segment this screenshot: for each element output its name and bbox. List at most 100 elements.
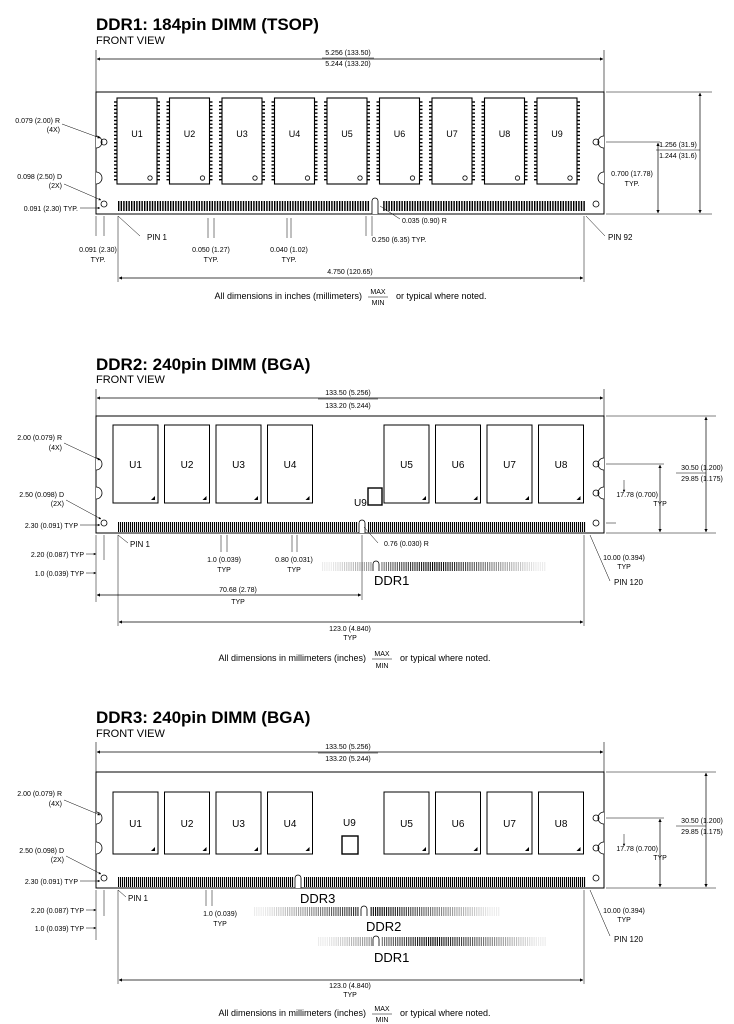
ghost-ddr2-label: DDR2	[366, 919, 401, 934]
tsop-chip: U2	[166, 97, 213, 185]
pins-span-label: 123.0 (4.840)	[329, 626, 371, 633]
hole-height-label: 17.78 (0.700)	[616, 846, 658, 853]
ghost-ddr1-label: DDR1	[374, 950, 409, 965]
bga-chip: U5	[383, 791, 430, 855]
notch-position-label: 0.250 (6.35) TYP.	[372, 237, 426, 244]
bga-chip: U3	[215, 791, 262, 855]
section-title: DDR2: 240pin DIMM (BGA)	[96, 355, 310, 374]
chip-label: U1	[129, 819, 142, 830]
height-min-label: 29.85 (1.175)	[681, 829, 723, 836]
bga-chip: U6	[435, 791, 481, 855]
notch-radius-label: 0.76 (0.030) R	[384, 541, 429, 548]
hole-height-typ: TYP	[653, 855, 667, 862]
height-max-label: 30.50 (1.200)	[681, 818, 723, 825]
chip-label: U3	[232, 460, 245, 471]
chip-label: U6	[452, 819, 465, 830]
key-notch	[294, 874, 302, 888]
chip-label: U3	[236, 129, 248, 139]
tsop-chip: U1	[114, 97, 160, 185]
left-offset-a-label: 2.20 (0.087) TYP	[31, 908, 85, 915]
pins-span-typ: TYP	[343, 992, 357, 999]
tsop-chip: U5	[324, 97, 370, 185]
pin1-label: PIN 1	[128, 894, 149, 903]
hole-radius-label: 2.00 (0.079) R	[17, 435, 62, 442]
bga-chip: U7	[486, 791, 533, 855]
chip-label: U5	[400, 460, 413, 471]
edge-typ-label: 2.30 (0.091) TYP	[25, 879, 79, 886]
bga-chip: U2	[164, 424, 210, 504]
pin-pitch-typ: TYP.	[204, 257, 219, 264]
edge-connector-pins	[118, 522, 586, 532]
height-min-label: 29.85 (1.175)	[681, 476, 723, 483]
chip-label: U7	[503, 819, 516, 830]
bga-chip: U2	[164, 791, 210, 855]
section-view-label: FRONT VIEW	[96, 728, 165, 740]
mounting-hole	[100, 138, 108, 146]
bottom-height-label: 10.00 (0.394)	[603, 908, 645, 915]
last-pin-label: PIN 92	[608, 233, 633, 242]
bga-chip: U8	[538, 424, 584, 504]
notch-position-label: 70.68 (2.78)	[219, 587, 257, 594]
hole-diameter-count: (2X)	[49, 183, 62, 190]
hole-diameter-count: (2X)	[51, 501, 64, 508]
hole-height-typ: TYP.	[625, 181, 640, 188]
left-offset-b-label: 1.0 (0.039) TYP	[35, 571, 85, 578]
ghost-ddr1-label: DDR1	[374, 573, 409, 588]
width-min-label: 133.20 (5.244)	[325, 403, 371, 410]
last-pin-label: PIN 120	[614, 935, 643, 944]
chip-label: U8	[555, 460, 568, 471]
spd-chip	[367, 487, 383, 506]
chip-label: U2	[181, 460, 194, 471]
chip-label: U8	[499, 129, 511, 139]
tsop-chip: U8	[481, 97, 528, 185]
chip-label: U3	[232, 819, 245, 830]
pins-span-typ: TYP	[343, 635, 357, 642]
section-view-label: FRONT VIEW	[96, 35, 165, 47]
pin-pitch-typ: TYP	[213, 921, 227, 928]
hole-diameter-label: 2.50 (0.098) D	[19, 848, 64, 855]
pins-span-label: 123.0 (4.840)	[329, 983, 371, 990]
bga-chip: U1	[112, 791, 159, 855]
spd-chip	[341, 835, 359, 855]
pin-pitch-label: 0.050 (1.27)	[192, 247, 230, 254]
chip-label: U6	[394, 129, 406, 139]
footnote-min: MIN	[372, 300, 385, 307]
width-min-label: 5.244 (133.20)	[325, 61, 371, 68]
tsop-chip: U9	[534, 97, 580, 185]
hole-radius-count: (4X)	[47, 127, 60, 134]
left-offset-typ: TYP.	[91, 257, 106, 264]
bga-chip: U4	[267, 424, 313, 504]
footnote-text: All dimensions in millimeters (inches)	[218, 1008, 366, 1018]
bottom-height-typ: TYP	[617, 564, 631, 571]
bga-chip: U3	[215, 424, 262, 504]
section-ddr3: DDR3: 240pin DIMM (BGA) FRONT VIEW 133.5…	[17, 708, 723, 1024]
chip-label: U4	[289, 129, 301, 139]
width-max-label: 133.50 (5.256)	[325, 744, 371, 751]
key-notch	[358, 519, 366, 533]
notch-radius-label: 0.035 (0.90) R	[402, 218, 447, 225]
hole-height-typ: TYP	[653, 501, 667, 508]
width-max-label: 5.256 (133.50)	[325, 50, 371, 57]
pin1-label: PIN 1	[130, 540, 151, 549]
bga-chip: U4	[267, 791, 313, 855]
left-offset-b-label: 1.0 (0.039) TYP	[35, 926, 85, 933]
chip-label: U6	[452, 460, 465, 471]
bottom-height-typ: TYP	[617, 917, 631, 924]
chip-label: U4	[284, 819, 297, 830]
bga-chip: U5	[383, 424, 430, 504]
chip-label: U2	[184, 129, 196, 139]
chip-label: U4	[284, 460, 297, 471]
chip-u9-label: U9	[343, 818, 356, 829]
chip-label: U5	[341, 129, 353, 139]
chip-label: U1	[129, 460, 142, 471]
hole-height-label: 0.700 (17.78)	[611, 171, 653, 178]
pin-pitch-label: 1.0 (0.039)	[207, 557, 241, 564]
bga-chip: U6	[435, 424, 481, 504]
bga-chip: U1	[112, 424, 159, 504]
chip-label: U1	[131, 129, 143, 139]
edge-typ-label: 0.091 (2.30) TYP.	[24, 206, 78, 213]
chip-label: U9	[551, 129, 563, 139]
pad-width-label: 0.80 (0.031)	[275, 557, 313, 564]
